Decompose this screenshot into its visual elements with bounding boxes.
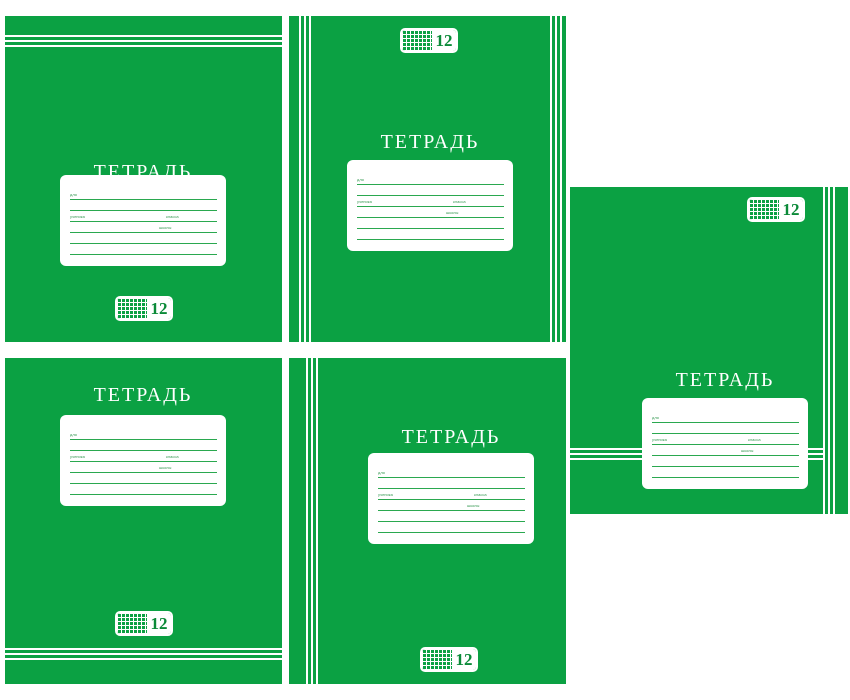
grid-paper-icon [117, 613, 147, 634]
vertical-stripes [550, 16, 562, 342]
label-line [70, 474, 217, 484]
label-line [378, 479, 525, 489]
name-label: для ученика класса школы [60, 175, 226, 266]
name-label: для ученика класса школы [368, 453, 534, 544]
cover-title: ТЕТРАДЬ [93, 384, 193, 406]
sheet-count-badge: 12 [115, 296, 173, 321]
grid-paper-icon [749, 199, 779, 220]
label-field-student: ученика [357, 197, 373, 206]
label-line [378, 512, 525, 522]
notebook-cover[interactable]: ТЕТРАДЬ для ученика класса школы 12 [289, 16, 566, 342]
label-line [652, 424, 799, 434]
label-line [70, 441, 217, 451]
label-field-class: класса [165, 212, 180, 221]
label-line: ученика класса [652, 435, 799, 445]
label-line: ученика класса [357, 197, 504, 207]
label-field-for: для [652, 413, 660, 422]
grid-paper-icon [422, 649, 452, 670]
label-field-class: класса [452, 197, 467, 206]
label-field-student: ученика [70, 212, 86, 221]
label-line [357, 186, 504, 196]
label-field-for: для [70, 190, 78, 199]
name-label: для ученика класса школы [642, 398, 808, 489]
label-field-class: класса [473, 490, 488, 499]
label-field-school: школы [740, 446, 755, 455]
sheet-count-badge: 12 [747, 197, 805, 222]
label-line [70, 201, 217, 211]
grid-paper-icon [117, 298, 147, 319]
notebook-cover[interactable]: ТЕТРАДЬ для ученика класса школы 12 [570, 187, 848, 514]
label-line [70, 485, 217, 495]
label-line: ученика класса [70, 212, 217, 222]
vertical-stripes [823, 187, 835, 514]
label-line [652, 468, 799, 478]
name-label: для ученика класса школы [60, 415, 226, 506]
label-field-student: ученика [652, 435, 668, 444]
sheet-count-badge: 12 [115, 611, 173, 636]
cover-title: ТЕТРАДЬ [380, 131, 480, 153]
label-line: для [652, 413, 799, 423]
vertical-stripes [299, 16, 311, 342]
sheet-count: 12 [147, 298, 171, 319]
notebook-cover[interactable]: ТЕТРАДЬ для ученика класса школы 12 [289, 358, 566, 684]
cover-title: ТЕТРАДЬ [675, 369, 775, 391]
horizontal-stripes [5, 35, 282, 47]
label-field-for: для [357, 175, 365, 184]
label-field-class: класса [165, 452, 180, 461]
label-line: ученика класса [378, 490, 525, 500]
sheet-count: 12 [147, 613, 171, 634]
label-field-student: ученика [378, 490, 394, 499]
notebook-cover[interactable]: ТЕТРАДЬ для ученика класса школы 12 [5, 358, 282, 684]
label-field-class: класса [747, 435, 762, 444]
label-line: школы [378, 501, 525, 511]
label-line: для [70, 430, 217, 440]
sheet-count-badge: 12 [420, 647, 478, 672]
label-line: школы [70, 463, 217, 473]
label-line [378, 523, 525, 533]
label-line: для [70, 190, 217, 200]
label-field-student: ученика [70, 452, 86, 461]
label-line [70, 245, 217, 255]
grid-paper-icon [402, 30, 432, 51]
vertical-stripes [306, 358, 318, 684]
label-field-school: школы [445, 208, 460, 217]
label-line [357, 219, 504, 229]
label-line: для [378, 468, 525, 478]
sheet-count: 12 [779, 199, 803, 220]
label-line [357, 230, 504, 240]
sheet-count: 12 [452, 649, 476, 670]
label-field-school: школы [158, 223, 173, 232]
sheet-count: 12 [432, 30, 456, 51]
label-line: школы [652, 446, 799, 456]
label-line: ученика класса [70, 452, 217, 462]
label-line: школы [357, 208, 504, 218]
horizontal-stripes [5, 648, 282, 660]
label-field-school: школы [466, 501, 481, 510]
label-line [70, 234, 217, 244]
label-line [652, 457, 799, 467]
sheet-count-badge: 12 [400, 28, 458, 53]
label-field-for: для [378, 468, 386, 477]
name-label: для ученика класса школы [347, 160, 513, 251]
label-field-school: школы [158, 463, 173, 472]
label-line: для [357, 175, 504, 185]
label-field-for: для [70, 430, 78, 439]
cover-title: ТЕТРАДЬ [401, 426, 501, 448]
label-line: школы [70, 223, 217, 233]
